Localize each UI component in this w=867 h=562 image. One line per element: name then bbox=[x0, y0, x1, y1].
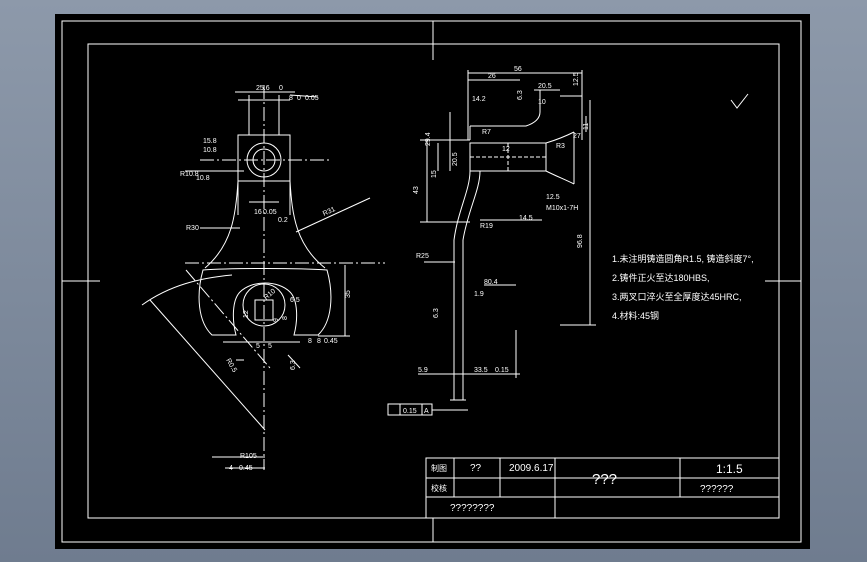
dim-right-13: 12 bbox=[502, 146, 510, 153]
drawing-sheet bbox=[55, 14, 810, 549]
dim-right-11: 43 bbox=[413, 186, 420, 194]
dim-left-7: 10.8 bbox=[203, 147, 217, 154]
check-label: 校核 bbox=[431, 483, 447, 493]
dim-right-1: 56 bbox=[514, 66, 522, 73]
dim-left-23: 8 bbox=[308, 338, 312, 345]
dim-left-2: 0 bbox=[279, 85, 283, 92]
dim-left-21: 35 bbox=[345, 290, 352, 298]
dim-left-29: 0.45 bbox=[239, 465, 253, 472]
draw-name: ?? bbox=[470, 463, 482, 474]
dim-left-1: 25.6 bbox=[256, 85, 270, 92]
tech-note-3: 3.两叉口淬火至全厚度达45HRC, bbox=[612, 291, 742, 302]
dim-left-9: R30 bbox=[186, 225, 199, 232]
datum-tolerance: 0.15 bbox=[403, 408, 417, 415]
dim-right-26: 5.9 bbox=[418, 367, 428, 374]
dim-right-9: 29.4 bbox=[425, 132, 432, 146]
right-dimensions: 56 26 20.5 12.5 14.2 6.3 10 R7 29.4 20.5… bbox=[403, 66, 590, 415]
datum-letter: A bbox=[424, 408, 429, 415]
dim-left-4: 0 bbox=[297, 95, 301, 102]
dim-right-24: 1.9 bbox=[474, 291, 484, 298]
dim-right-14: R3 bbox=[556, 143, 565, 150]
dim-left-18: 9 bbox=[273, 318, 280, 322]
title-block-text: 制图 ?? 2009.6.17 ??? 1:1.5 校核 ?????? ????… bbox=[431, 462, 743, 514]
dim-right-15: 27 bbox=[573, 133, 581, 140]
right-view bbox=[387, 70, 749, 416]
dim-left-27: R105 bbox=[240, 453, 257, 460]
dim-right-10: 20.5 bbox=[452, 152, 459, 166]
dim-left-8: 10.8 bbox=[196, 175, 210, 182]
tech-note-2: 2.铸件正火至达180HBS, bbox=[612, 272, 710, 283]
dim-right-20: R19 bbox=[480, 223, 493, 230]
dim-right-19: 14.5 bbox=[519, 215, 533, 222]
dim-left-13: 0.05 bbox=[263, 209, 277, 216]
dim-left-22: 5 bbox=[268, 343, 272, 350]
dim-left-16: 8 bbox=[282, 316, 289, 320]
dim-right-17: 12.5 bbox=[546, 194, 560, 201]
tech-note-4: 4.材料:45钢 bbox=[612, 310, 659, 321]
dim-left-10: R31 bbox=[322, 206, 337, 218]
dim-right-22: R25 bbox=[416, 253, 429, 260]
part-name: ??? bbox=[592, 471, 617, 488]
draw-label: 制图 bbox=[431, 463, 447, 473]
dim-left-3: 8 bbox=[289, 95, 293, 102]
dim-left-15: 12 bbox=[243, 310, 250, 318]
dim-left-12: 16 bbox=[254, 209, 262, 216]
dim-right-5: 14.2 bbox=[472, 96, 486, 103]
dim-right-21: 96.8 bbox=[577, 234, 584, 248]
dim-right-25: 6.3 bbox=[433, 308, 440, 318]
left-dimensions: 25.6 0 8 0 0.05 15.8 10.8 10.8 R30 R31 R… bbox=[180, 85, 352, 472]
dim-left-19: 5 bbox=[256, 343, 260, 350]
dim-left-24: 8 bbox=[317, 338, 321, 345]
dim-right-16: 11 bbox=[583, 123, 590, 130]
tech-note-1: 1.未注明铸造圆角R1.5, 铸造斜度7°, bbox=[612, 253, 754, 264]
drawing-code: ?????? bbox=[700, 484, 734, 495]
dim-right-4: 12.5 bbox=[573, 72, 580, 86]
title-block bbox=[425, 457, 780, 519]
dim-left-30: 6.5 bbox=[290, 297, 300, 304]
dim-right-28: 0.15 bbox=[495, 367, 509, 374]
dim-left-6: 15.8 bbox=[203, 138, 217, 145]
dim-left-26: 6.3 bbox=[290, 360, 297, 370]
dim-right-8: R7 bbox=[482, 129, 491, 136]
draw-date: 2009.6.17 bbox=[509, 463, 554, 474]
dim-right-2: 26 bbox=[488, 73, 496, 80]
dim-left-5: 0.05 bbox=[305, 95, 319, 102]
dim-left-20: R0.5 bbox=[224, 358, 238, 374]
dim-right-7: 10 bbox=[538, 99, 546, 106]
dim-left-28: 4 bbox=[229, 465, 233, 472]
dim-right-3: 20.5 bbox=[538, 83, 552, 90]
dim-left-25: 0.45 bbox=[324, 338, 338, 345]
dim-right-6: 6.3 bbox=[517, 90, 524, 100]
dim-left-17: R10 bbox=[263, 288, 277, 302]
dim-left-14: 0.2 bbox=[278, 217, 288, 224]
scale: 1:1.5 bbox=[716, 462, 743, 476]
dim-right-12: 15 bbox=[431, 170, 438, 178]
left-view bbox=[141, 85, 385, 470]
dim-right-27: 33.5 bbox=[474, 367, 488, 374]
dim-right-23: 80.4 bbox=[484, 279, 498, 286]
technical-notes: 1.未注明铸造圆角R1.5, 铸造斜度7°, 2.铸件正火至达180HBS, 3… bbox=[612, 253, 754, 321]
dim-right-18: M10x1-7H bbox=[546, 205, 578, 212]
school-name: ???????? bbox=[450, 503, 495, 514]
dim-left-11: R10.8 bbox=[180, 171, 199, 178]
